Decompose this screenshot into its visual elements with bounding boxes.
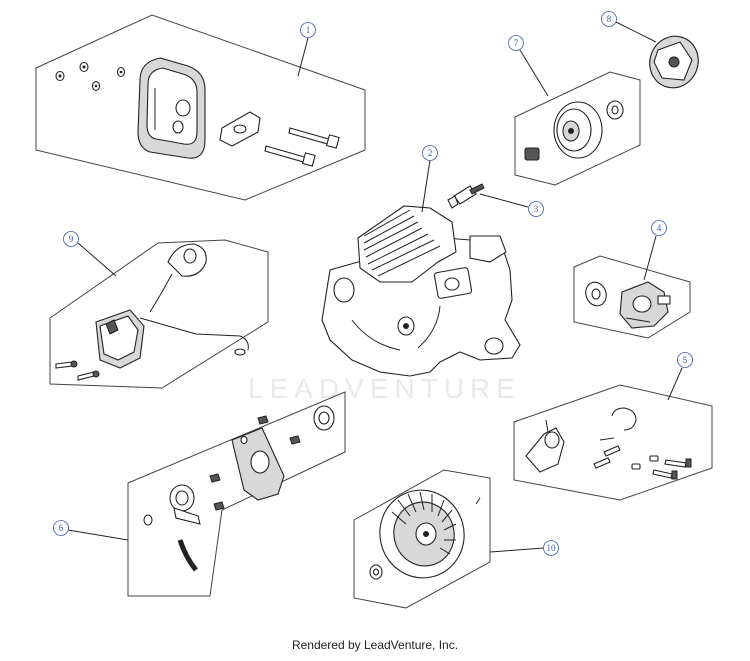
- flywheel-nut: [369, 564, 383, 580]
- panel-intake: [127, 391, 346, 597]
- ground-wire: [139, 317, 249, 356]
- svg-text:10: 10: [547, 543, 557, 553]
- flywheel: [379, 489, 465, 579]
- flywheel-key: [475, 497, 481, 505]
- callout-4: 4: [643, 220, 667, 281]
- panel-flywheel: [353, 469, 491, 609]
- svg-text:8: 8: [607, 14, 612, 24]
- callout-2: 2: [421, 145, 438, 213]
- clutch-drum: [553, 101, 603, 159]
- clutch-assembly: [649, 35, 699, 89]
- cylinder-fins: [363, 209, 441, 277]
- footer-credit: Rendered by LeadVenture, Inc.: [291, 638, 459, 652]
- muffler: [137, 57, 206, 159]
- watermark-text: LEADVENTURE: [248, 373, 521, 404]
- intake-washer: [143, 514, 153, 526]
- spark-plug-boot: [167, 243, 207, 277]
- spark-plug: [447, 183, 485, 209]
- ignition-module: [95, 309, 145, 369]
- module-screws: [55, 360, 100, 381]
- pins-and-screws: [593, 437, 692, 480]
- svg-text:7: 7: [514, 38, 519, 48]
- circlip: [611, 407, 637, 431]
- svg-text:5: 5: [683, 355, 688, 365]
- panel-clutch-drum: [514, 71, 641, 186]
- svg-text:2: 2: [428, 148, 433, 158]
- callout-9: 9: [63, 231, 117, 277]
- muffler-nuts: [55, 61, 126, 92]
- callout-5: 5: [667, 352, 693, 401]
- panel-muffler-group: [35, 14, 366, 201]
- impulse-hose: [177, 539, 198, 572]
- panel-ignition: [49, 239, 269, 389]
- oil-pump-body: [525, 419, 565, 473]
- callout-3: 3: [479, 193, 544, 217]
- muffler-bolts: [264, 127, 340, 167]
- callout-6: 6: [53, 520, 129, 541]
- svg-text:3: 3: [534, 204, 539, 214]
- callout-1: 1: [297, 22, 316, 77]
- drum-washer: [606, 100, 624, 120]
- svg-text:6: 6: [59, 523, 64, 533]
- intake-manifold: [169, 484, 201, 525]
- intake-screws: [209, 415, 301, 511]
- carburetor: [619, 281, 671, 329]
- carburetor-gasket: [585, 281, 607, 307]
- svg-text:1: 1: [306, 25, 311, 35]
- intake-plate: [231, 427, 285, 501]
- svg-text:4: 4: [657, 223, 662, 233]
- callout-8: 8: [601, 11, 657, 43]
- panel-oil-pump: [513, 384, 713, 501]
- callout-10: 10: [489, 540, 559, 556]
- needle-bearing: [524, 147, 540, 161]
- svg-text:9: 9: [69, 234, 74, 244]
- muffler-gasket: [219, 111, 261, 147]
- intake-nut: [313, 405, 335, 431]
- callout-7: 7: [508, 35, 549, 97]
- engine-crankcase: [321, 205, 521, 377]
- panel-carburetor: [573, 255, 691, 339]
